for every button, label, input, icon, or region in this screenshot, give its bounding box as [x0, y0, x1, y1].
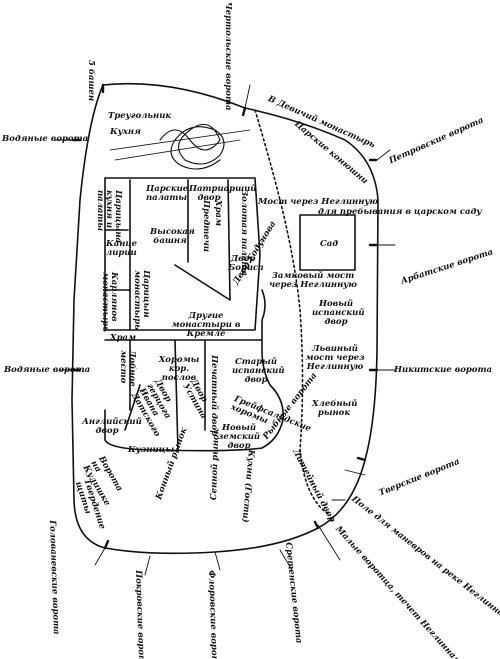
kremlin-wall	[104, 177, 261, 331]
label-dlya-prebyvaniya: для пребывания в царском саду	[318, 207, 482, 217]
label-tsaritsyn-monastyr: Царицын монастырь	[132, 270, 151, 330]
label-patriarshiy-dvor: Патриарший двор	[189, 184, 257, 203]
label-lobnoe-mesto: Лобное место	[118, 350, 137, 387]
label-tsaritsyna-kukhnya: Царицына кухня и палаты	[95, 190, 123, 244]
label-karlyanov-monastyr: Карлянов монастырь	[100, 272, 119, 332]
label-khram: Храм	[213, 200, 223, 227]
gate-leader-lines	[54, 84, 396, 576]
label-lvovy-most: Львиный мост через Неглинную	[305, 344, 365, 372]
tsarsky-sad	[299, 214, 356, 271]
label-tsarskie-palaty: Царские палаты	[146, 184, 189, 203]
label-drugie-monastyri: Другие монастыри в Кремле	[171, 311, 241, 339]
label-chertolskie-vorota: Чертольские ворота	[223, 2, 233, 111]
kitay-partitions	[104, 339, 263, 453]
label-treugolnik: Треугольник	[108, 111, 172, 121]
label-zamkovy-most: Замковый мост через Неглинную	[269, 271, 357, 290]
label-novy-zemsky-dvor: Новый земский двор	[217, 423, 261, 451]
label-khoromy-kor-poslov: Хоромы кор. послов	[158, 355, 200, 383]
label-nikitskie-vorota: Никитские ворота	[394, 365, 492, 375]
label-predtechi: Предтечи	[201, 200, 211, 252]
scribble	[159, 123, 225, 170]
neglinnaya-river	[254, 109, 331, 516]
label-vodnye-vorota-1: Водяные ворота	[2, 134, 89, 144]
label-kuznitsy: Кузницы	[128, 445, 175, 455]
outer-wall	[71, 82, 379, 555]
label-novy-ispansky-dvor: Новый испанский двор	[312, 299, 365, 327]
label-khram-2: Храм	[110, 333, 137, 343]
label-khlebny-rynok: Хлебный рынок	[312, 399, 358, 418]
label-vodnye-vorota-2: Водяные ворота	[4, 365, 91, 375]
label-stary-ispansky-dvor: Старый испанский двор	[232, 357, 285, 385]
inner-wall	[104, 289, 285, 452]
label-dvor-borisa: Двор Бориса	[228, 254, 264, 273]
label-sad: Сад	[320, 239, 339, 249]
label-kukhnya: Кухня	[110, 127, 141, 137]
label-vysokaya-bashnya: Высокая башня	[150, 227, 195, 246]
label-kanie-liryi: Кание лирии	[106, 239, 138, 258]
kremlin-partitions	[104, 179, 231, 331]
label-pyat-bashen: 5 башен	[86, 60, 96, 102]
scribble-2	[109, 129, 251, 161]
label-most-1: Мост через Неглинную	[258, 197, 379, 207]
label-angliysky-dvor: Английский двор	[82, 417, 142, 436]
